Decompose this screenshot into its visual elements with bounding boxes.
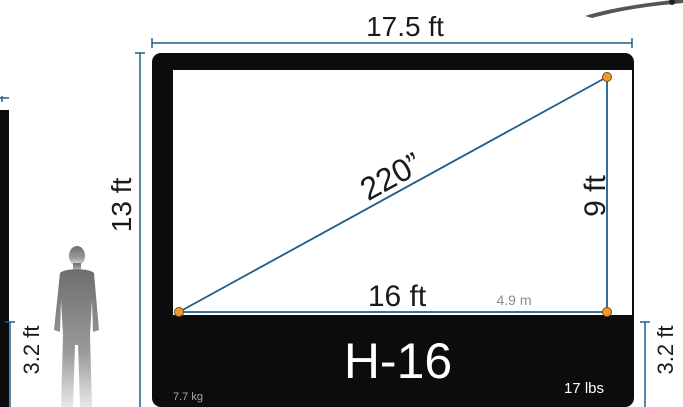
corner-dot-bottom-right (602, 307, 612, 317)
decorative-dot-icon (669, 0, 675, 5)
left-leg-height-dimension (5, 321, 15, 407)
weight-kg-label: 7.7 kg (173, 391, 203, 403)
overall-height-label: 13 ft (106, 178, 137, 233)
overall-width-dimension (151, 38, 633, 48)
left-leg-height-label: 3.2 ft (19, 326, 44, 375)
screen-height-label: 9 ft (579, 174, 612, 216)
right-leg-height-dimension (640, 321, 650, 407)
right-leg-height-label: 3.2 ft (653, 326, 678, 375)
corner-dot-bottom-left (174, 307, 184, 317)
overall-width-label: 17.5 ft (366, 11, 444, 42)
screen-width-label: 16 ft (368, 280, 427, 313)
neighbor-screen-frame (0, 110, 9, 407)
decorative-swoosh-icon (585, 0, 683, 18)
model-label: H-16 (344, 333, 452, 389)
corner-dot-top-right (602, 72, 612, 82)
screen-width-metric-label: 4.9 m (496, 292, 531, 308)
diagonal-line (178, 76, 608, 313)
weight-lbs-label: 17 lbs (564, 380, 604, 397)
person-silhouette-icon (54, 246, 99, 407)
overall-height-dimension (135, 52, 145, 407)
